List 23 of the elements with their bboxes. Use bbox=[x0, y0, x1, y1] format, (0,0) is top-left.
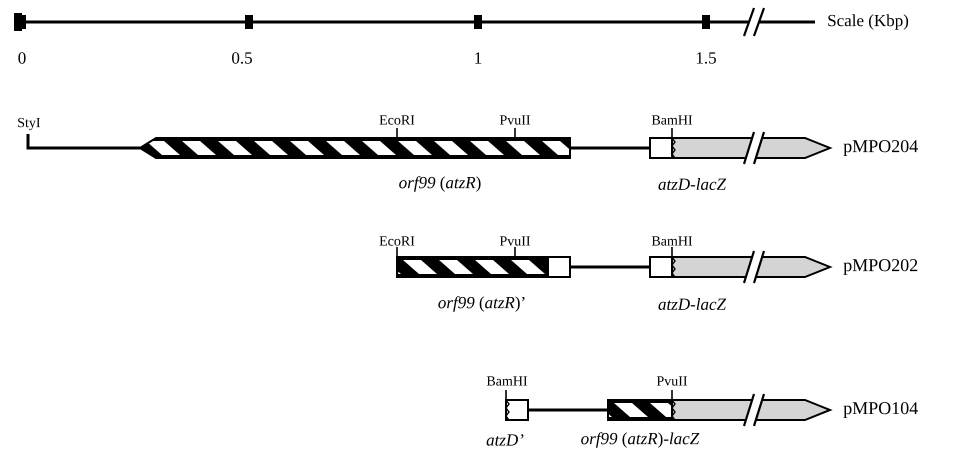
gene-label: atzD’ bbox=[486, 434, 524, 446]
gene-label: atzD-lacZ bbox=[658, 178, 726, 190]
gene-label: atzD-lacZ bbox=[658, 298, 726, 310]
plasmid-label: pMPO202 bbox=[843, 259, 918, 275]
gene-label: orf99 (atzR)’ bbox=[438, 296, 525, 312]
restriction-site-label: PvuII bbox=[656, 376, 688, 386]
gene-label: orf99 (atzR) bbox=[399, 176, 481, 192]
scale-title: Scale (Kbp) bbox=[828, 14, 908, 30]
scale-number: 1.5 bbox=[696, 52, 716, 64]
restriction-site-label: PvuII bbox=[500, 236, 530, 246]
restriction-site-label: PvuII bbox=[500, 115, 530, 125]
scale-number: 0 bbox=[18, 52, 26, 64]
scale-number: 1 bbox=[475, 52, 482, 64]
plasmid-label: pMPO204 bbox=[843, 140, 918, 156]
gene-label: orf99 (atzR)-lacZ bbox=[581, 432, 700, 448]
restriction-site-label: EcoRI bbox=[380, 236, 414, 246]
restriction-site-label: BamHI bbox=[486, 376, 528, 386]
restriction-site-label: BamHI bbox=[652, 115, 692, 125]
scale-number: 0.5 bbox=[232, 52, 252, 64]
restriction-site-label: StyI bbox=[18, 118, 40, 130]
restriction-site-label: EcoRI bbox=[380, 115, 414, 125]
plasmid-label: pMPO104 bbox=[843, 402, 918, 418]
restriction-site-label: BamHI bbox=[652, 236, 692, 246]
